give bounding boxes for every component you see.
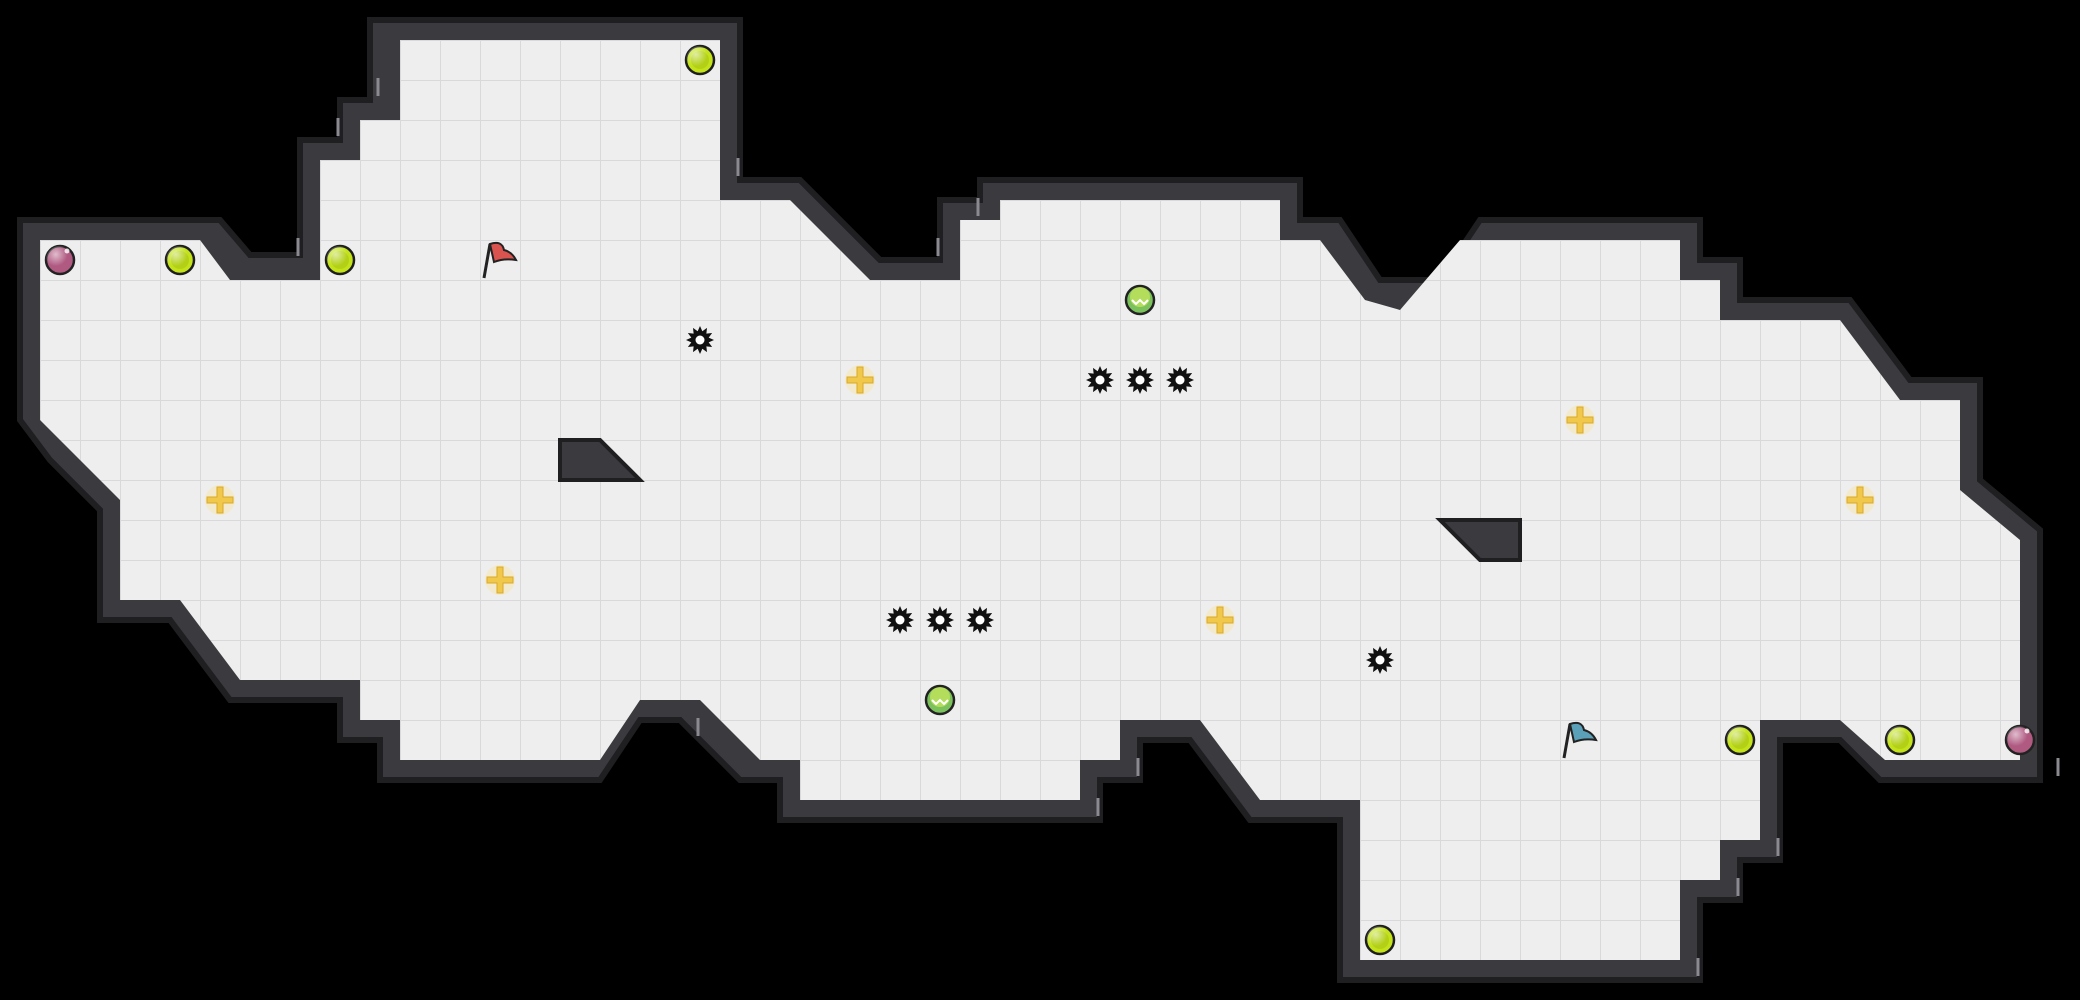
coin-pickup[interactable] (1724, 724, 1756, 756)
purple-gem-icon (2004, 724, 2036, 756)
spike-hazard (686, 326, 714, 354)
powerups-layer (205, 365, 1875, 635)
yellow-coin-icon (164, 244, 196, 276)
black-spike-icon (966, 606, 994, 634)
black-spike-icon (886, 606, 914, 634)
yellow-cross-star-icon (1205, 605, 1235, 635)
yellow-coin-icon (324, 244, 356, 276)
yellow-cross-star-icon (845, 365, 875, 395)
wall-ticks (296, 78, 2060, 976)
green-boost-icon (924, 684, 956, 716)
black-spike-icon (1166, 366, 1194, 394)
interior-walls (558, 438, 1522, 562)
gems-layer (44, 244, 2036, 756)
spike-hazard (1086, 366, 1114, 394)
powerup-star[interactable] (1565, 405, 1595, 435)
spike-hazard (1166, 366, 1194, 394)
yellow-cross-star-icon (485, 565, 515, 595)
gem-pickup[interactable] (44, 244, 76, 276)
coin-pickup[interactable] (324, 244, 356, 276)
spike-hazard (886, 606, 914, 634)
spike-hazard (926, 606, 954, 634)
yellow-cross-star-icon (205, 485, 235, 515)
boosts-layer (924, 284, 1156, 716)
black-spike-icon (686, 326, 714, 354)
black-spike-icon (1366, 646, 1394, 674)
yellow-coin-icon (684, 44, 716, 76)
level-walls (17, 17, 2043, 983)
powerup-star[interactable] (1205, 605, 1235, 635)
black-spike-icon (926, 606, 954, 634)
green-boost-icon (1124, 284, 1156, 316)
yellow-cross-star-icon (1845, 485, 1875, 515)
yellow-coin-icon (1364, 924, 1396, 956)
powerup-star[interactable] (1845, 485, 1875, 515)
gem-pickup[interactable] (2004, 724, 2036, 756)
purple-gem-icon (44, 244, 76, 276)
powerup-star[interactable] (485, 565, 515, 595)
boost-pickup[interactable] (924, 684, 956, 716)
red-flag-icon (482, 241, 518, 279)
powerup-star[interactable] (845, 365, 875, 395)
coin-pickup[interactable] (1364, 924, 1396, 956)
black-spike-icon (1086, 366, 1114, 394)
wall-block-right (1435, 518, 1522, 562)
black-spike-icon (1126, 366, 1154, 394)
powerup-star[interactable] (205, 485, 235, 515)
spikes-layer (686, 326, 1394, 674)
boost-pickup[interactable] (1124, 284, 1156, 316)
spike-hazard (1126, 366, 1154, 394)
coin-pickup[interactable] (684, 44, 716, 76)
goal-flag[interactable] (1562, 721, 1598, 759)
wall-block-left (558, 438, 645, 482)
start-flag[interactable] (482, 241, 518, 279)
yellow-cross-star-icon (1565, 405, 1595, 435)
coins-layer (164, 44, 1916, 956)
spike-hazard (966, 606, 994, 634)
coin-pickup[interactable] (164, 244, 196, 276)
blue-flag-icon (1562, 721, 1598, 759)
coin-pickup[interactable] (1884, 724, 1916, 756)
floor-area (40, 40, 2020, 960)
spike-hazard (1366, 646, 1394, 674)
yellow-coin-icon (1884, 724, 1916, 756)
yellow-coin-icon (1724, 724, 1756, 756)
